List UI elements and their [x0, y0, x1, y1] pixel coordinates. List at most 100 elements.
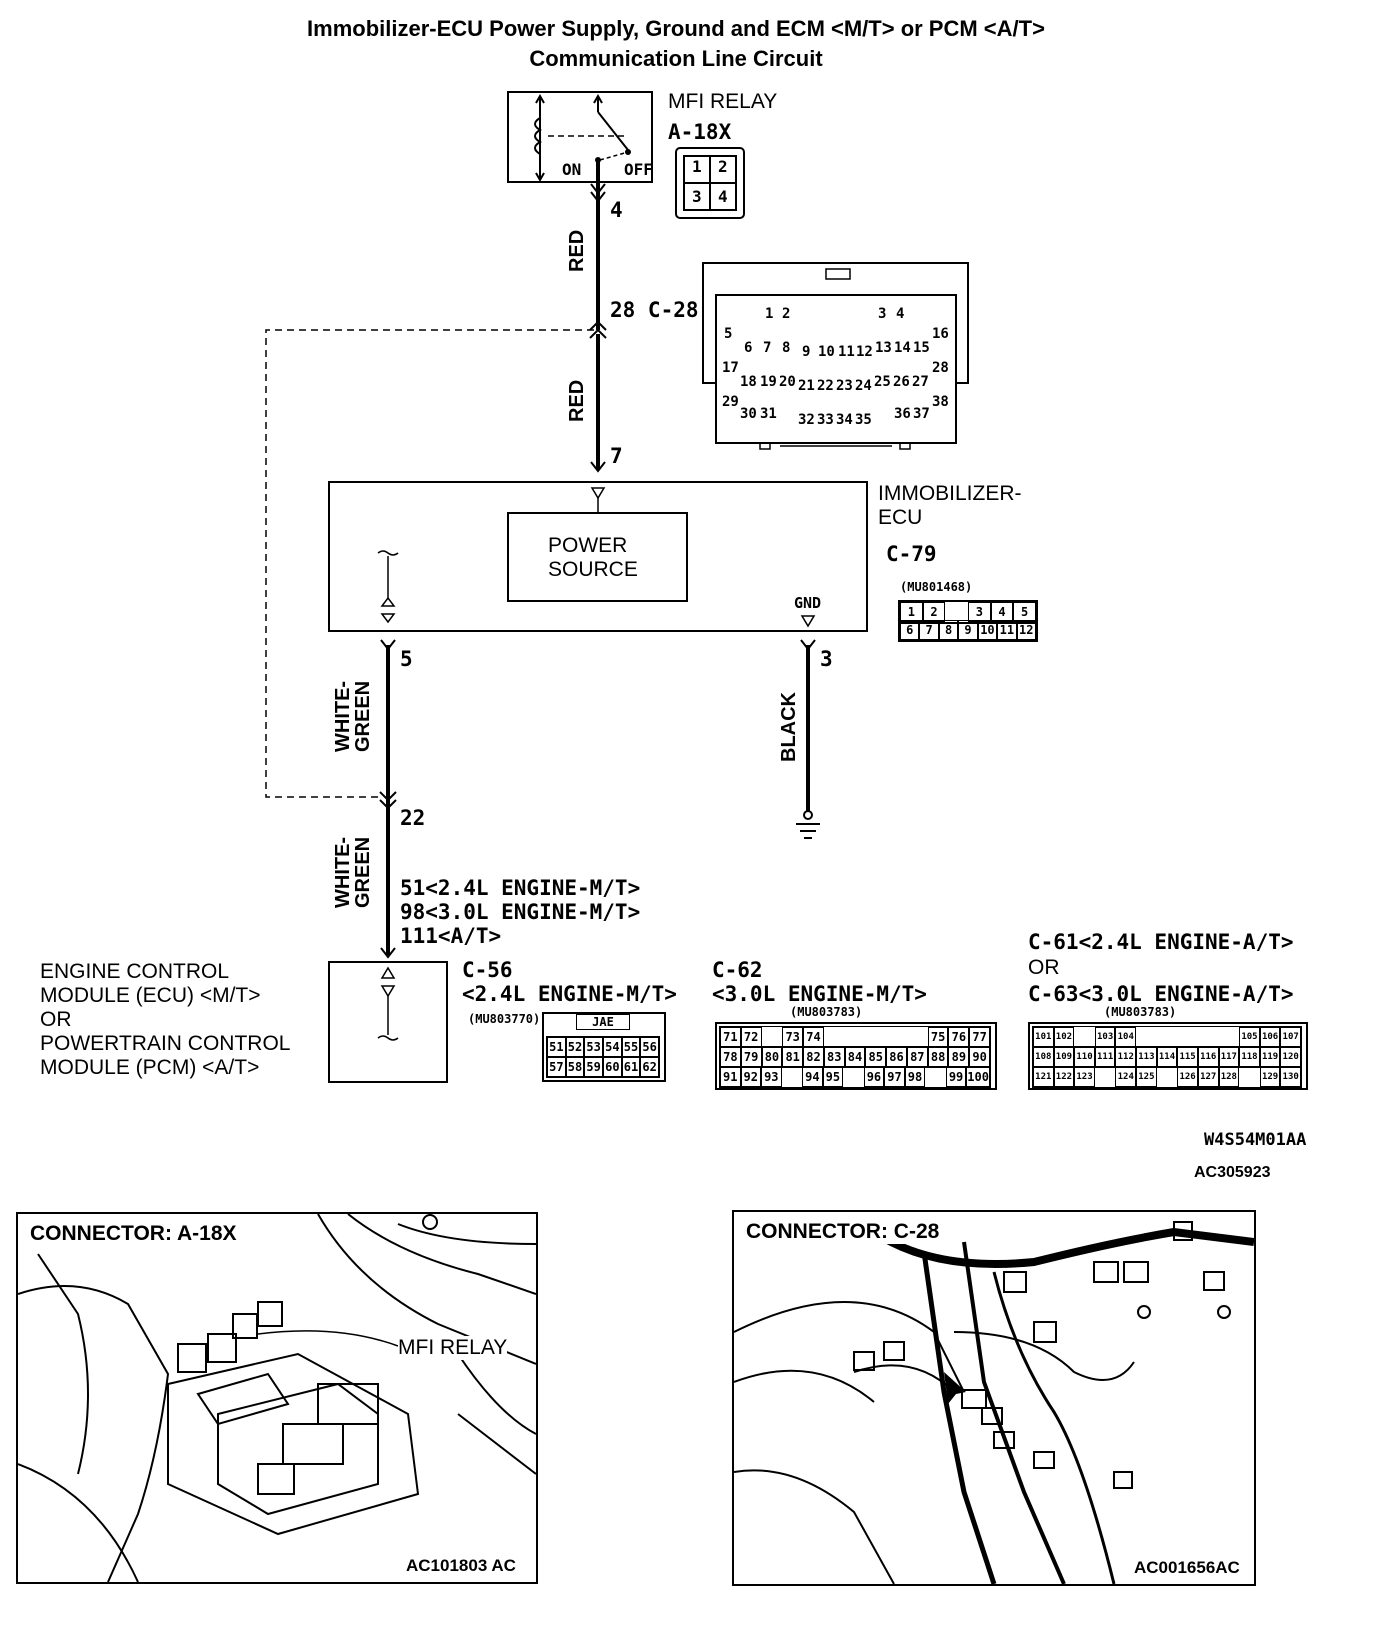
c28-pin: 30 — [740, 406, 757, 422]
c79-pin: 6 — [900, 620, 920, 640]
connector-a18x-photo: CONNECTOR: A-18X MFI RELAY AC101803 AC — [16, 1212, 538, 1584]
c28-pin: 17 — [722, 360, 739, 376]
c79-pin: 11 — [997, 620, 1017, 640]
c61-pin-empty — [1239, 1067, 1260, 1087]
c61-pin: 116 — [1197, 1047, 1219, 1067]
c28-pin: 18 — [740, 374, 757, 390]
c61-row1: 101 102 103 104 105 106 107 — [1032, 1026, 1302, 1048]
ecm-label-2: MODULE (ECU) <M/T> — [40, 984, 261, 1007]
c28-pin: 13 — [875, 340, 892, 356]
c61-pin: 125 — [1136, 1067, 1157, 1087]
c61-row3: 121 122 123 124 125 126 127 128 129 130 — [1032, 1066, 1302, 1088]
c61-pin: 120 — [1280, 1047, 1301, 1067]
wire-pin-4: 4 — [610, 198, 623, 222]
c61-pin: 128 — [1218, 1067, 1240, 1087]
relay-on-label: ON — [562, 160, 582, 179]
c56-row1: 51 52 53 54 55 56 — [546, 1036, 660, 1058]
c62-part-number: (MU803783) — [790, 1005, 863, 1019]
c61-pin: 121 — [1033, 1067, 1054, 1087]
a18x-pin-1: 1 — [692, 157, 702, 176]
c79-pin: 2 — [922, 602, 946, 622]
immobilizer-ecu-label-1: IMMOBILIZER- — [878, 482, 1022, 505]
c28-pin: 28 — [932, 360, 949, 376]
wire-pin-3: 3 — [820, 647, 833, 671]
c61-pin: 106 — [1259, 1027, 1281, 1047]
c79-part-number: (MU801468) — [900, 580, 973, 594]
c28-pin: 20 — [779, 374, 796, 390]
c28-pin: 29 — [722, 394, 739, 410]
c28-pin: 23 — [836, 378, 853, 394]
a18x-connector-label: A-18X — [668, 120, 732, 144]
c28-pin: 14 — [894, 340, 911, 356]
ecm-label-1: ENGINE CONTROL — [40, 960, 230, 983]
c28-pin: 38 — [932, 394, 949, 410]
c61-pin-empty — [1219, 1027, 1240, 1047]
gnd-label: GND — [794, 594, 822, 612]
c56-variant: <2.4L ENGINE-M/T> — [462, 982, 677, 1006]
c79-pin: 12 — [1016, 620, 1036, 640]
c63-label: C-63<3.0L ENGINE-A/T> — [1028, 982, 1294, 1006]
c79-pin: 9 — [958, 620, 978, 640]
c28-pin: 25 — [874, 374, 891, 390]
c28-pin: 7 — [763, 340, 772, 356]
c62-pin: 88 — [927, 1047, 949, 1067]
c61-pin: 117 — [1218, 1047, 1240, 1067]
ecm-label-5: MODULE (PCM) <A/T> — [40, 1056, 260, 1079]
c56-pin: 51 — [547, 1037, 566, 1057]
wire-color-white-green-1: WHITE- GREEN — [332, 680, 374, 752]
ecm-label-3: OR — [40, 1008, 72, 1031]
c61-pin: 127 — [1197, 1067, 1219, 1087]
ecm-box — [328, 961, 448, 1083]
c61-pin-empty — [1157, 1027, 1178, 1047]
c28-pin: 27 — [912, 374, 929, 390]
c61-label: C-61<2.4L ENGINE-A/T> — [1028, 930, 1294, 954]
c61-pin: 103 — [1094, 1027, 1116, 1047]
c62-pin: 89 — [948, 1047, 970, 1067]
c56-part-number: (MU803770) — [468, 1012, 541, 1026]
c61-pin: 110 — [1074, 1047, 1095, 1067]
c56-label: C-56 — [462, 958, 513, 982]
c62-pin: 85 — [865, 1047, 887, 1067]
c62-pin: 93 — [761, 1067, 782, 1087]
c79-connector-label: C-79 — [886, 542, 937, 566]
c61-pin: 129 — [1259, 1067, 1281, 1087]
c28-pin: 34 — [836, 412, 853, 428]
wire-pin-5: 5 — [400, 647, 413, 671]
c56-row2: 57 58 59 60 61 62 — [546, 1056, 660, 1078]
c28-pin: 32 — [798, 412, 815, 428]
c62-pin-empty — [886, 1027, 907, 1047]
c79-pin: 4 — [990, 602, 1014, 622]
a18x-pin-4: 4 — [718, 187, 728, 206]
c62-pin: 72 — [740, 1027, 762, 1047]
c62-pin: 95 — [822, 1067, 844, 1087]
photo-c28-title: CONNECTOR: C-28 — [744, 1220, 942, 1244]
c62-pin: 96 — [863, 1067, 885, 1087]
c61-pin: 111 — [1094, 1047, 1116, 1067]
c62-connector-face: 71 72 73 74 75 76 77 78 79 80 81 82 83 8… — [715, 1022, 997, 1090]
c79-connector-face: 1 2 3 4 5 — [898, 600, 1038, 624]
diagram-title-line2: Communication Line Circuit — [529, 46, 823, 71]
c56-pin: 58 — [565, 1057, 585, 1077]
ground-icon — [803, 810, 813, 820]
c62-pin-empty — [925, 1067, 946, 1087]
c28-pin: 31 — [760, 406, 777, 422]
ecm-pin-at: 111<A/T> — [400, 924, 502, 948]
immobilizer-ecu-box — [328, 481, 868, 632]
wire-color-red-2: RED — [566, 379, 588, 422]
c56-pin: 57 — [547, 1057, 566, 1077]
c62-pin: 97 — [884, 1067, 905, 1087]
diagram-title-line1: Immobilizer-ECU Power Supply, Ground and… — [307, 16, 1045, 41]
c28-pin: 2 — [782, 306, 791, 322]
c62-pin: 83 — [823, 1047, 845, 1067]
photo-a18x-code: AC101803 AC — [406, 1556, 516, 1576]
c62-pin-empty — [824, 1027, 845, 1047]
c61-pin-empty — [1095, 1067, 1116, 1087]
c28-pin: 9 — [802, 344, 811, 360]
c61-pin-empty — [1136, 1027, 1157, 1047]
c79-pin — [945, 602, 968, 622]
c61-pin: 126 — [1177, 1067, 1198, 1087]
c28-pin: 36 — [894, 406, 911, 422]
c61-or-label: OR — [1028, 956, 1060, 979]
c28-pin: 4 — [896, 306, 905, 322]
c61-pin: 124 — [1115, 1067, 1137, 1087]
